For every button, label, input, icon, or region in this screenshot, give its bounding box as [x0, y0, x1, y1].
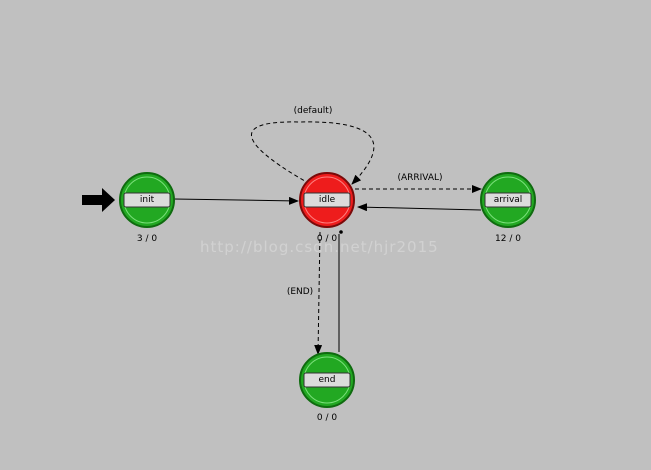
transition-arrival-idle[interactable]	[357, 203, 482, 212]
state-idle-label: idle	[319, 195, 336, 205]
state-end[interactable]: end	[299, 352, 355, 408]
state-idle[interactable]: idle	[299, 172, 355, 228]
state-init[interactable]: init	[119, 172, 175, 228]
transition-end-idle-origin-dot	[339, 230, 343, 234]
initial-state-arrow-icon	[82, 188, 115, 212]
state-idle-count: 0 / 0	[317, 234, 337, 244]
state-end-label: end	[319, 375, 336, 385]
state-end-count: 0 / 0	[317, 413, 337, 423]
state-arrival-label: arrival	[494, 195, 523, 205]
transition-label-end: (END)	[287, 287, 313, 297]
state-init-count: 3 / 0	[137, 234, 157, 244]
transition-label-arrival: (ARRIVAL)	[397, 173, 442, 183]
transition-init-idle[interactable]	[173, 196, 299, 205]
state-arrival-count: 12 / 0	[495, 234, 521, 244]
state-arrival[interactable]: arrival	[480, 172, 536, 228]
transition-label-default: (default)	[294, 106, 333, 116]
transition-idle-end[interactable]	[314, 231, 323, 355]
transition-default-loop[interactable]	[250, 121, 375, 185]
state-init-label: init	[140, 195, 155, 205]
watermark-text: http://blog.csdn.net/hjr2015	[200, 238, 439, 256]
